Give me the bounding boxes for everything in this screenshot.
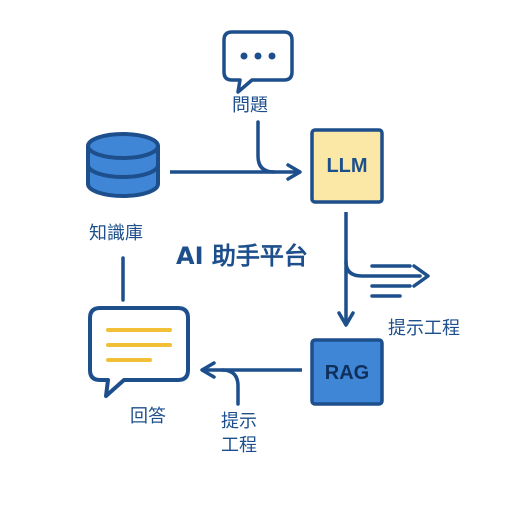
rag-to-answer-arrow bbox=[200, 361, 302, 379]
answer-label: 回答 bbox=[130, 406, 166, 427]
prompt-engineering-bottom-line1: 提示 bbox=[221, 411, 257, 432]
fast-forward-lines-icon bbox=[344, 260, 430, 298]
document-speech-bubble-icon bbox=[88, 306, 190, 398]
rag-label: RAG bbox=[324, 362, 370, 384]
question-label: 問題 bbox=[232, 95, 268, 116]
speech-bubble-dots-icon bbox=[222, 30, 294, 94]
prompt-engineering-branch bbox=[220, 368, 240, 406]
prompt-engineering-bottom-label: 提示 工程 bbox=[209, 410, 269, 458]
knowledge-base-label: 知識庫 bbox=[89, 223, 143, 244]
question-to-llm-arrow bbox=[256, 120, 276, 174]
center-title: AI 助手平台 bbox=[176, 242, 308, 270]
prompt-engineering-bottom-line2: 工程 bbox=[221, 435, 257, 456]
kb-to-llm-arrow bbox=[170, 163, 302, 181]
llm-label: LLM bbox=[326, 155, 368, 177]
prompt-engineering-right-label: 提示工程 bbox=[388, 318, 460, 339]
rag-box bbox=[310, 338, 384, 406]
llm-box bbox=[310, 128, 384, 204]
database-cylinder-icon bbox=[86, 132, 160, 198]
